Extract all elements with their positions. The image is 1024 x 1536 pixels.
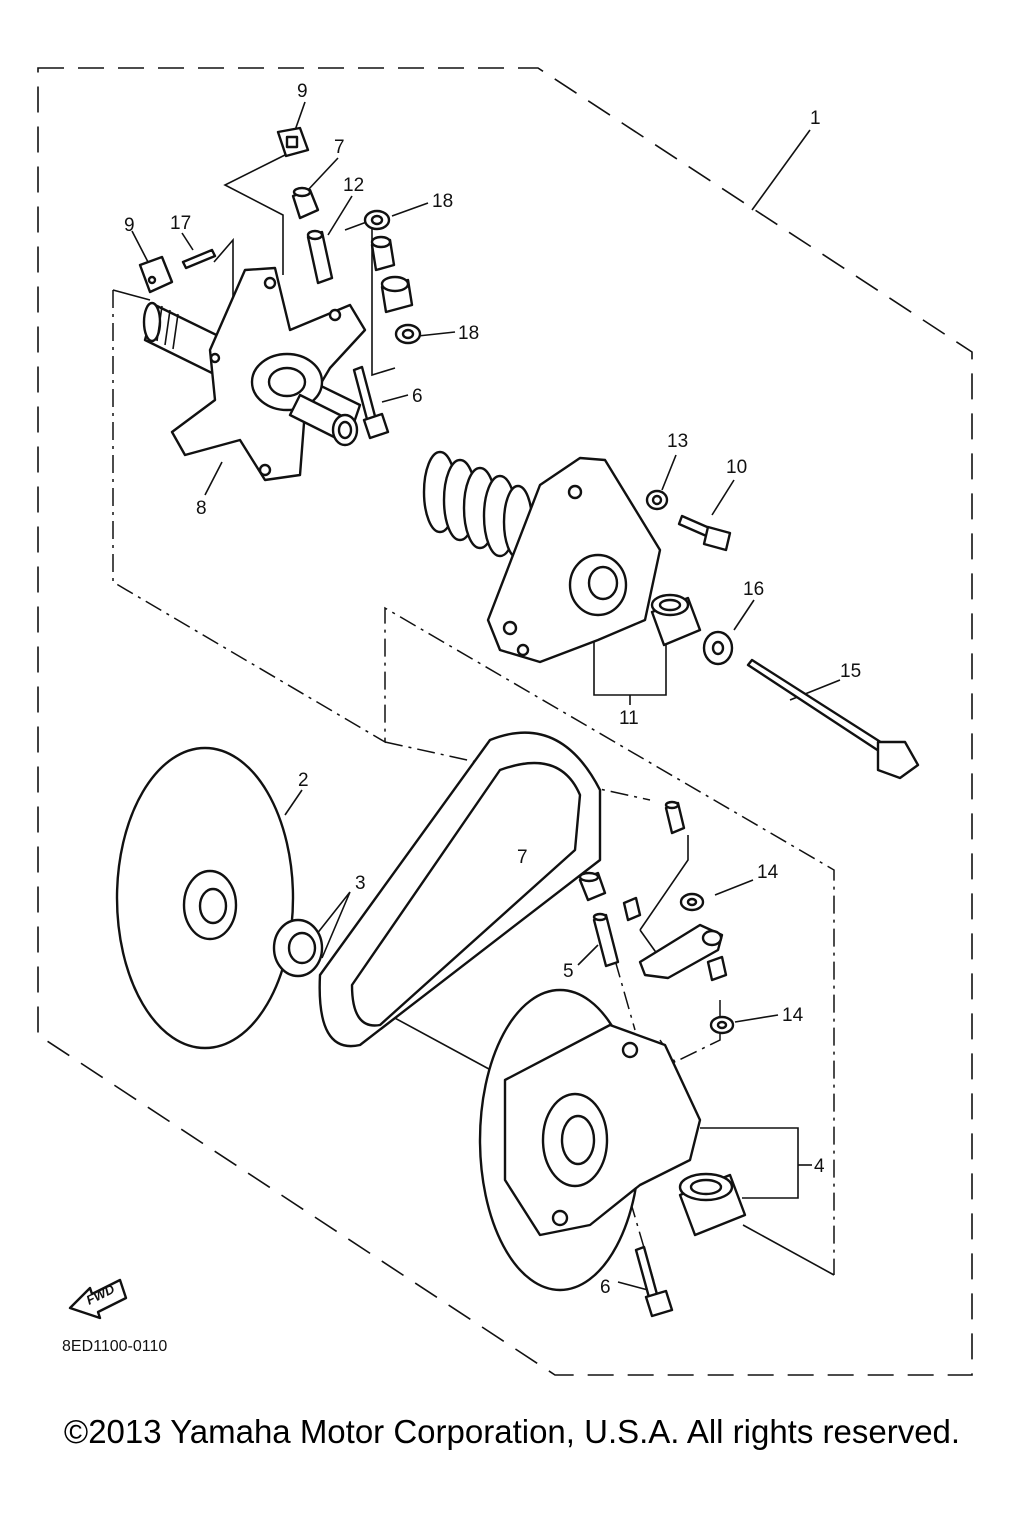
pin-part-17: [181, 248, 217, 270]
callout-5: 5: [563, 961, 574, 982]
washer-part-18-bottom: [394, 323, 422, 345]
callout-14-top: 14: [757, 862, 779, 883]
bushing-part-4: [678, 1172, 747, 1237]
bushing-lower: [706, 955, 728, 982]
callout-4: 4: [814, 1156, 825, 1177]
bushing-part-11: [650, 593, 702, 647]
drawing-code: 8ED1100-0110: [62, 1338, 167, 1355]
callout-9-top: 9: [297, 81, 308, 102]
callout-2: 2: [298, 770, 309, 791]
callout-6-bottom: 6: [600, 1277, 611, 1298]
movable-sheave-part-4: [478, 988, 702, 1292]
callout-18-top: 18: [432, 191, 453, 212]
callout-9-left: 9: [124, 215, 135, 236]
spring: [422, 450, 534, 560]
callout-labels: 1 9 7 12 18 9 17 18 6 8 13 10 16 15 11 2…: [124, 81, 861, 1298]
pin-upper: [664, 800, 686, 835]
callout-1: 1: [810, 108, 821, 129]
drive-belt: [318, 731, 602, 1048]
callout-8: 8: [196, 498, 207, 519]
washer-part-13: [645, 489, 669, 511]
callout-6-top: 6: [412, 386, 423, 407]
pin-part-12: [306, 229, 334, 285]
washer-part-16: [702, 630, 734, 666]
callout-3: 3: [355, 873, 366, 894]
callout-10: 10: [726, 457, 747, 478]
slider-part-9: [276, 126, 310, 158]
callout-7-top: 7: [334, 137, 345, 158]
bushing-small: [370, 235, 396, 272]
callout-17: 17: [170, 213, 191, 234]
fwd-arrow-icon: FWD: [68, 1278, 128, 1320]
cam-cover-part-11: [486, 456, 662, 664]
washer-part-14-top: [679, 892, 705, 912]
cam-arm: [638, 923, 724, 980]
callout-18-bottom: 18: [458, 323, 479, 344]
bolt-part-10: [677, 514, 732, 552]
roller: [380, 275, 414, 314]
bolt-part-6-top: [352, 365, 390, 440]
callout-12: 12: [343, 175, 364, 196]
bolt-part-15: [746, 658, 920, 780]
callout-11: 11: [619, 708, 639, 729]
nut-part-7-lower: [578, 871, 607, 902]
washer-part-18-top: [363, 209, 391, 231]
clutch-spider-shaft-part-8: [142, 266, 367, 482]
pin-part-5: [592, 912, 620, 968]
pin-small: [622, 896, 642, 922]
callout-15: 15: [840, 661, 861, 682]
callout-16: 16: [743, 579, 764, 600]
fixed-sheave-part-2: [115, 746, 295, 1050]
bolt-part-6-bottom: [634, 1245, 674, 1318]
copyright-footer: ©2013 Yamaha Motor Corporation, U.S.A. A…: [64, 1413, 960, 1450]
washer-part-14-bottom: [709, 1015, 735, 1035]
assembly-outline: [37, 67, 973, 1376]
callout-7-bottom: 7: [517, 847, 528, 868]
callout-13: 13: [667, 431, 688, 452]
collar-part-3: [272, 918, 324, 978]
slider-part-9-left: [138, 255, 174, 294]
nut-part-7: [291, 186, 320, 220]
callout-14-bottom: 14: [782, 1005, 804, 1026]
